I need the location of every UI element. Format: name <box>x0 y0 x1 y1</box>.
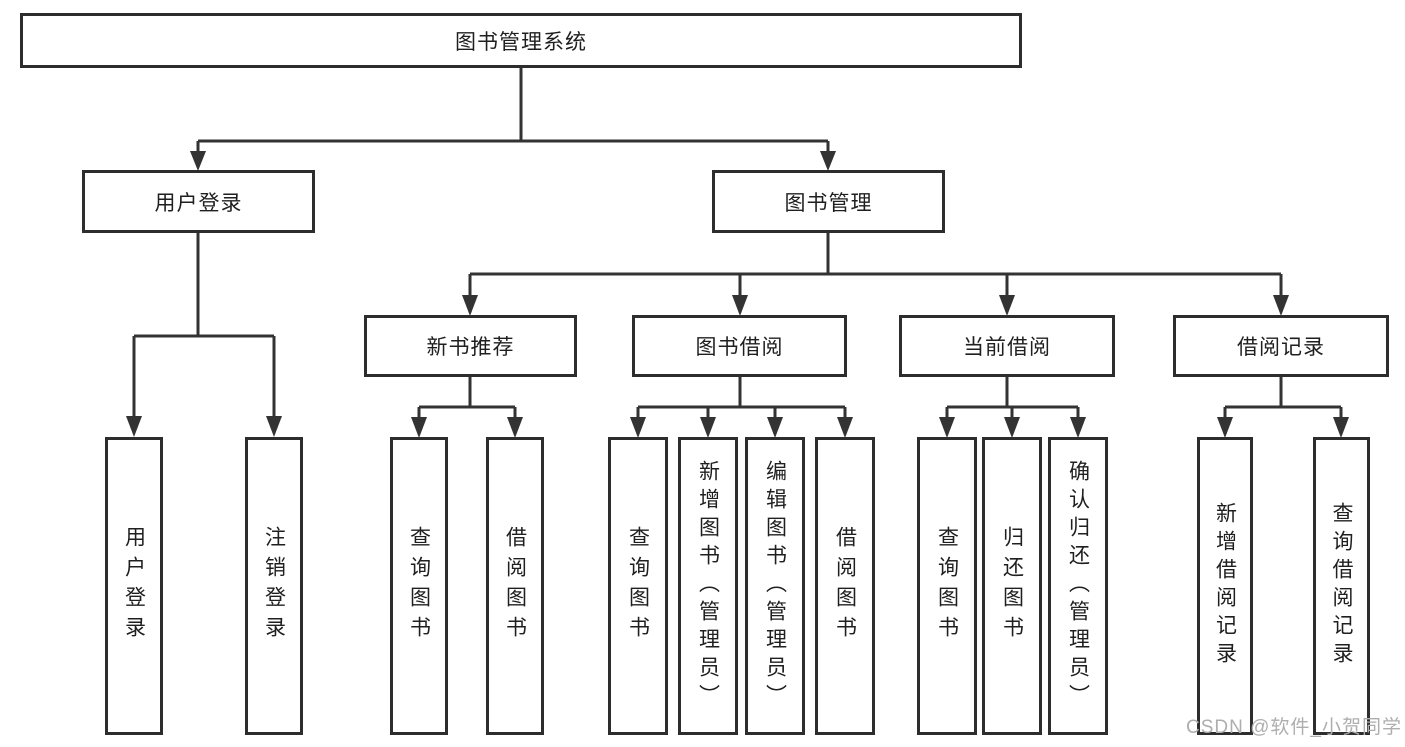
leaf-label: 注销登录 <box>262 526 286 646</box>
connector-user-login-branch <box>132 233 276 420</box>
arrowhead <box>1004 417 1020 438</box>
arrowheads <box>126 151 1349 438</box>
connector-book-management-branch <box>468 233 1283 299</box>
node-root: 图书管理系统 <box>20 13 1022 68</box>
leaf-book-borrow-borrow: 借阅图书 <box>815 437 875 735</box>
leaf-label: 新增图书（管理员） <box>696 460 720 712</box>
leaf-label: 编辑图书（管理员） <box>763 460 787 712</box>
arrowhead <box>999 295 1015 316</box>
leaf-current-borrow-confirm-admin: 确认归还（管理员） <box>1048 437 1108 735</box>
leaf-new-books-query: 查询图书 <box>390 437 448 735</box>
arrowhead <box>700 417 716 438</box>
arrowhead <box>1273 295 1289 316</box>
leaf-borrow-records-query: 查询借阅记录 <box>1313 437 1370 735</box>
leaf-label: 借阅图书 <box>833 526 857 646</box>
leaf-current-borrow-query: 查询图书 <box>917 437 977 735</box>
arrowhead <box>767 417 783 438</box>
leaf-book-borrow-query: 查询图书 <box>608 437 668 735</box>
node-book-management: 图书管理 <box>712 170 945 233</box>
connector-book-borrow-branch <box>636 377 847 421</box>
node-new-books: 新书推荐 <box>364 315 577 377</box>
csdn-watermark: CSDN @软件_小贺同学 <box>1186 717 1402 738</box>
arrowhead <box>732 295 748 316</box>
leaf-user-login: 用户登录 <box>105 437 163 735</box>
arrowhead <box>266 416 282 437</box>
leaf-label: 用户登录 <box>122 526 146 646</box>
leaf-logout: 注销登录 <box>245 437 303 735</box>
arrowhead <box>507 417 523 438</box>
leaf-borrow-records-add: 新增借阅记录 <box>1197 437 1253 735</box>
arrowhead <box>1217 417 1233 438</box>
connector-new-books-branch <box>417 377 517 421</box>
leaf-label: 查询借阅记录 <box>1330 502 1353 670</box>
leaf-label: 归还图书 <box>1000 526 1024 646</box>
leaf-label: 查询图书 <box>407 526 431 646</box>
arrowhead <box>630 417 646 438</box>
leaf-label: 确认归还（管理员） <box>1066 460 1090 712</box>
leaf-label: 借阅图书 <box>503 526 527 646</box>
arrowhead <box>1070 417 1086 438</box>
arrowhead <box>820 151 836 171</box>
node-book-borrow: 图书借阅 <box>632 315 847 377</box>
arrowhead <box>1333 417 1349 438</box>
leaf-current-borrow-return: 归还图书 <box>982 437 1042 735</box>
arrowhead <box>190 151 206 171</box>
leaf-label: 查询图书 <box>935 526 959 646</box>
leaf-label: 查询图书 <box>626 526 650 646</box>
node-user-login: 用户登录 <box>82 170 315 233</box>
node-current-borrow: 当前借阅 <box>899 315 1115 377</box>
connector-borrow-records-branch <box>1223 377 1343 421</box>
leaf-book-borrow-add-admin: 新增图书（管理员） <box>678 437 738 735</box>
leaf-book-borrow-edit-admin: 编辑图书（管理员） <box>745 437 805 735</box>
node-borrow-records: 借阅记录 <box>1173 315 1389 377</box>
arrowhead <box>837 417 853 438</box>
connector-current-borrow-branch <box>945 377 1080 421</box>
connector-root-to-level2 <box>196 68 830 156</box>
arrowhead <box>939 417 955 438</box>
arrowhead <box>411 417 427 438</box>
arrowhead <box>462 295 478 316</box>
arrowhead <box>126 416 142 437</box>
leaf-label: 新增借阅记录 <box>1213 502 1237 670</box>
leaf-new-books-borrow: 借阅图书 <box>486 437 544 735</box>
